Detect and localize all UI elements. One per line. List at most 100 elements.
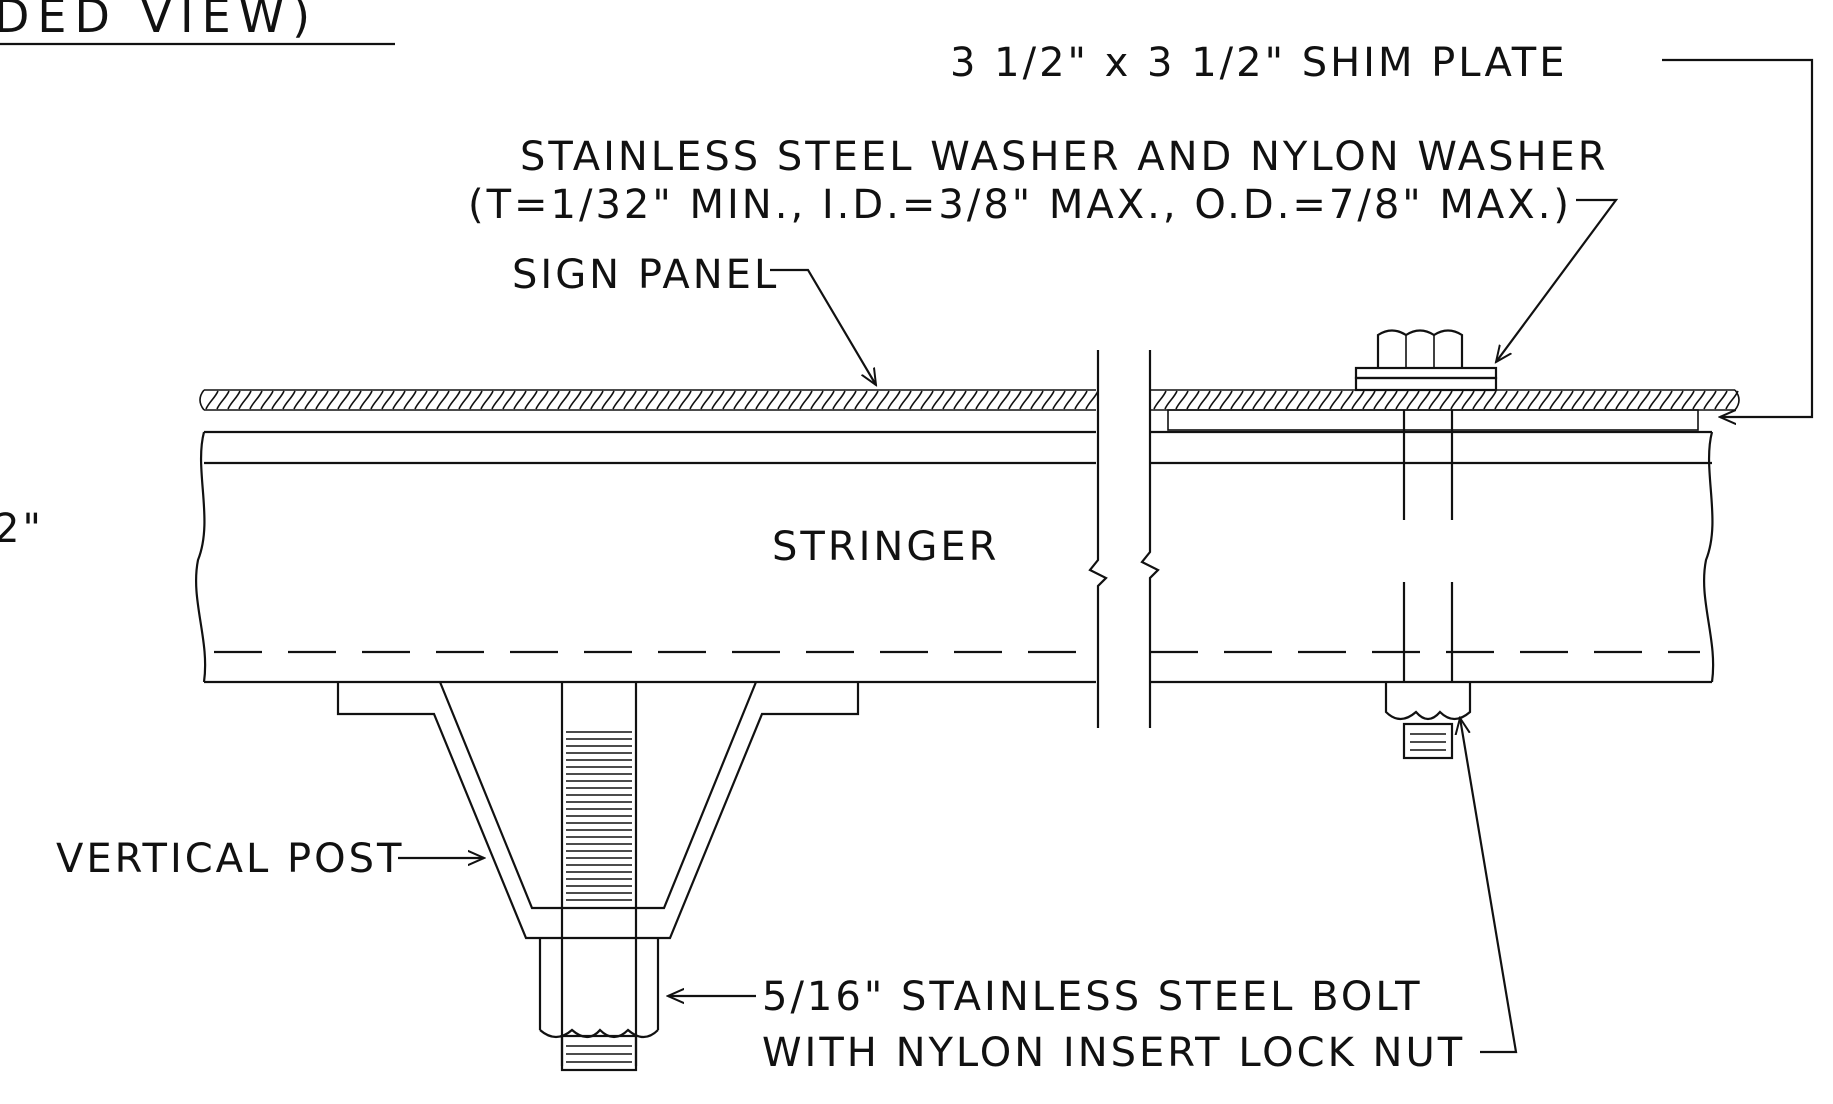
hatch-stroke: [1604, 390, 1618, 410]
hatch-stroke: [1659, 390, 1673, 410]
hatch-stroke: [249, 390, 263, 410]
hatch-stroke: [942, 390, 956, 410]
hatch-stroke: [546, 390, 560, 410]
hatch-stroke: [1307, 390, 1321, 410]
hatch-stroke: [238, 390, 252, 410]
hatch-stroke: [1450, 390, 1464, 410]
hatch-stroke: [1329, 390, 1343, 410]
hatch-stroke: [1019, 390, 1033, 410]
hatch-stroke: [898, 390, 912, 410]
hatch-stroke: [722, 390, 736, 410]
hatch-stroke: [645, 390, 659, 410]
hatch-stroke: [1219, 390, 1233, 410]
vertical-post-label: VERTICAL POST: [56, 836, 404, 882]
hatch-stroke: [458, 390, 472, 410]
hatch-stroke: [1296, 390, 1310, 410]
hatch-stroke: [1052, 390, 1066, 410]
hatch-stroke: [524, 390, 538, 410]
hatch-stroke: [700, 390, 714, 410]
hatch-stroke: [755, 390, 769, 410]
bolt-label-line1: 5/16" STAINLESS STEEL BOLT: [762, 974, 1423, 1020]
hatch-stroke: [480, 390, 494, 410]
hatch-stroke: [1197, 390, 1211, 410]
hatch-stroke: [1241, 390, 1255, 410]
hatch-stroke: [216, 390, 230, 410]
hatch-stroke: [964, 390, 978, 410]
hatch-stroke: [1439, 390, 1453, 410]
hatch-stroke: [1670, 390, 1684, 410]
hatch-stroke: [1274, 390, 1288, 410]
hatch-stroke: [1681, 390, 1695, 410]
hatch-stroke: [1074, 390, 1088, 410]
hatch-stroke: [1593, 390, 1607, 410]
vertical-post: [336, 681, 860, 940]
hatch-stroke: [1417, 390, 1431, 410]
hatch-stroke: [1252, 390, 1266, 410]
hatch-stroke: [1085, 390, 1099, 410]
hatch-stroke: [876, 390, 890, 410]
hatch-stroke: [271, 390, 285, 410]
hatch-stroke: [678, 390, 692, 410]
hatch-stroke: [821, 390, 835, 410]
hatch-stroke: [1063, 390, 1077, 410]
hatch-stroke: [1153, 390, 1167, 410]
hatch-stroke: [1263, 390, 1277, 410]
hatch-stroke: [909, 390, 923, 410]
hatch-stroke: [491, 390, 505, 410]
hatch-stroke: [1362, 390, 1376, 410]
lock-nut-leader: [1460, 718, 1518, 1054]
hatch-stroke: [1703, 390, 1717, 410]
hatch-stroke: [1384, 390, 1398, 410]
hatch-stroke: [799, 390, 813, 410]
hatch-stroke: [1373, 390, 1387, 410]
hatch-stroke: [227, 390, 241, 410]
hatch-stroke: [1472, 390, 1486, 410]
hatch-stroke: [1549, 390, 1563, 410]
hatch-stroke: [865, 390, 879, 410]
hatch-stroke: [1692, 390, 1706, 410]
hatch-stroke: [766, 390, 780, 410]
hatch-stroke: [337, 390, 351, 410]
hatch-stroke: [931, 390, 945, 410]
hatch-stroke: [205, 390, 219, 410]
sign-panel-hatch-left: [205, 390, 1099, 410]
hatch-stroke: [777, 390, 791, 410]
hatch-stroke: [1351, 390, 1365, 410]
stringer: [194, 430, 1715, 684]
hatch-stroke: [1582, 390, 1596, 410]
hatch-stroke: [1538, 390, 1552, 410]
hatch-stroke: [1714, 390, 1728, 410]
hatch-stroke: [1637, 390, 1651, 410]
hatch-stroke: [392, 390, 406, 410]
hatch-stroke: [975, 390, 989, 410]
hatch-stroke: [887, 390, 901, 410]
hatch-stroke: [711, 390, 725, 410]
view-title-fragment: DED VIEW): [0, 0, 318, 43]
hatch-stroke: [315, 390, 329, 410]
hatch-stroke: [1285, 390, 1299, 410]
sign-panel-label: SIGN PANEL: [512, 252, 779, 298]
hatch-stroke: [513, 390, 527, 410]
hatch-stroke: [1406, 390, 1420, 410]
hatch-stroke: [447, 390, 461, 410]
hatch-stroke: [1041, 390, 1055, 410]
hatch-stroke: [733, 390, 747, 410]
hatch-stroke: [293, 390, 307, 410]
hatch-stroke: [436, 390, 450, 410]
hatch-stroke: [843, 390, 857, 410]
hatch-stroke: [425, 390, 439, 410]
bolt-threads: [566, 731, 632, 901]
hatch-stroke: [997, 390, 1011, 410]
hatch-stroke: [1395, 390, 1409, 410]
hatch-stroke: [656, 390, 670, 410]
hatch-stroke: [1505, 390, 1519, 410]
hatch-stroke: [601, 390, 615, 410]
hatch-stroke: [348, 390, 362, 410]
hatch-stroke: [535, 390, 549, 410]
hatch-stroke: [568, 390, 582, 410]
hatch-stroke: [953, 390, 967, 410]
hatch-stroke: [590, 390, 604, 410]
hatch-stroke: [1626, 390, 1640, 410]
hatch-stroke: [1461, 390, 1475, 410]
